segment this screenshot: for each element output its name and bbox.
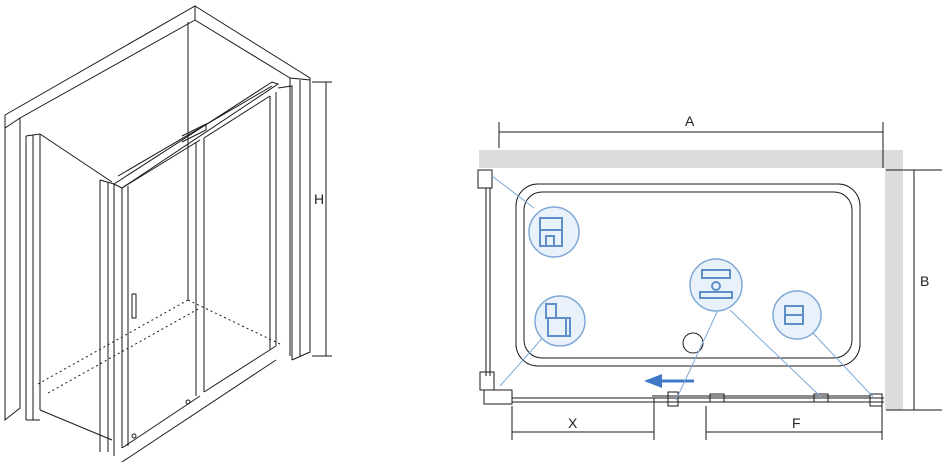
drain	[682, 332, 704, 354]
opening-label: X	[568, 415, 578, 431]
corner-profile-detail	[528, 206, 580, 258]
width-dimension	[498, 122, 884, 168]
callout-leaders	[491, 175, 875, 401]
width-label: A	[685, 113, 695, 129]
opening-dimension	[511, 398, 655, 440]
height-dimension	[312, 81, 332, 357]
plan-view	[477, 122, 942, 440]
end-stop-detail	[772, 290, 822, 340]
plan-side-panel	[477, 169, 495, 391]
shower-tray-outer	[515, 183, 861, 367]
back-wall-band	[479, 150, 903, 168]
right-wall-band	[885, 150, 903, 410]
top-rail	[113, 81, 280, 189]
corner-post	[99, 179, 115, 456]
slide-direction-arrow	[644, 374, 694, 388]
depth-dimension	[886, 169, 942, 411]
shower-tray-inner	[523, 191, 853, 359]
depth-label: B	[920, 273, 929, 289]
roller-detail	[689, 258, 743, 312]
isometric-view	[4, 5, 332, 463]
fixed-panel-label: F	[792, 415, 801, 431]
plan-front-track	[483, 389, 884, 407]
wall-profile-detail	[534, 295, 586, 347]
height-label: H	[314, 191, 324, 207]
fixed-panel-dimension	[705, 406, 883, 440]
side-panel	[25, 133, 113, 441]
sliding-door	[121, 138, 205, 449]
floor-outline	[37, 60, 281, 394]
detail-callouts	[528, 206, 822, 347]
fixed-panel	[121, 92, 277, 463]
right-wall	[277, 77, 311, 361]
